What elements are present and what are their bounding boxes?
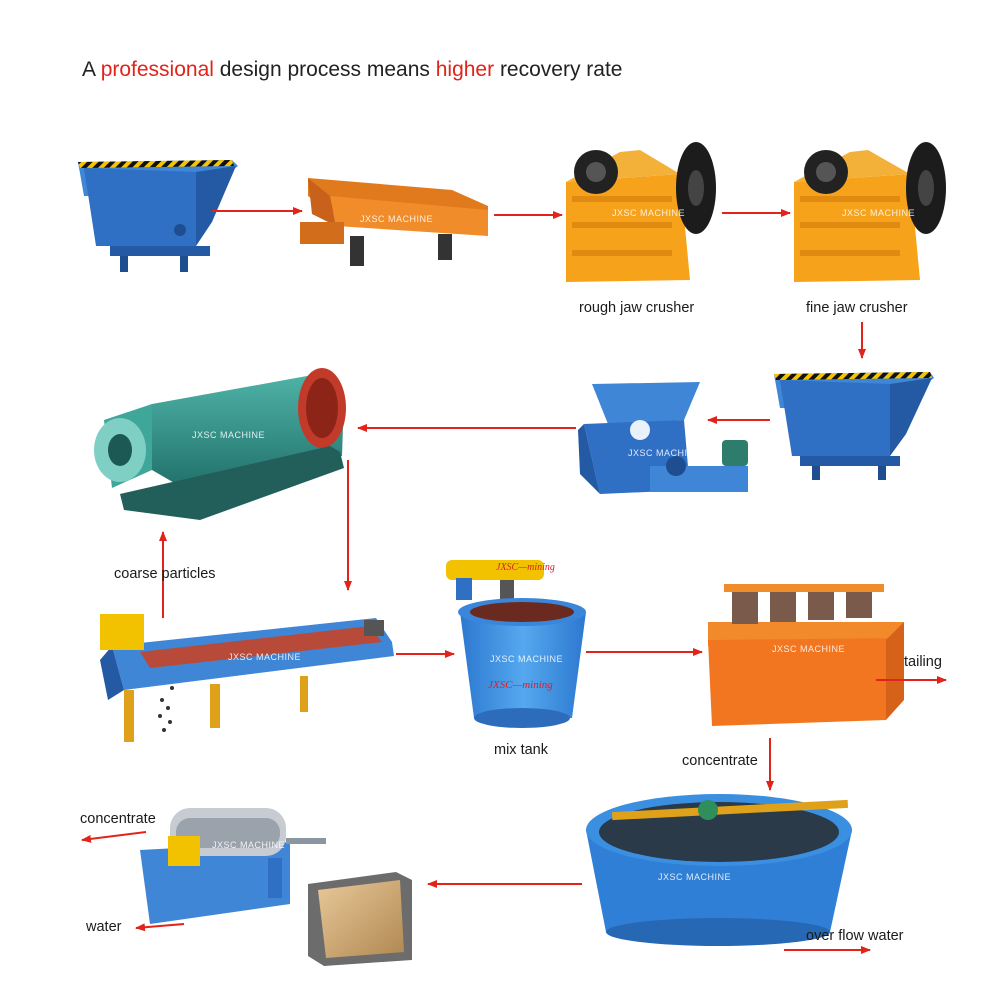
label-rough-jaw-crusher: rough jaw crusher [579, 300, 695, 316]
rough-jaw-crusher: JXSC MACHINE [566, 142, 716, 282]
vacuum-filter: JXSC MACHINE [140, 808, 326, 924]
fine-jaw-crusher: JXSC MACHINE [794, 142, 946, 282]
label-tailing: tailing [904, 654, 942, 670]
mix-tank: JXSC—mining JXSC—mining JXSC MACHINE [446, 560, 586, 728]
spiral-classifier: JXSC MACHINE [100, 614, 394, 742]
thickener: JXSC MACHINE [586, 794, 852, 946]
arrow-water-out [135, 923, 185, 932]
filter-watermark: JXSC MACHINE [212, 840, 285, 850]
flotation-machine: JXSC MACHINE [708, 584, 904, 726]
ball-mill: JXSC MACHINE [94, 368, 346, 520]
mix-tank-watermark: JXSC MACHINE [490, 654, 563, 664]
label-coarse-particles: coarse particles [114, 566, 216, 582]
label-mix-tank: mix tank [494, 742, 548, 758]
fine-crusher-watermark: JXSC MACHINE [842, 208, 915, 218]
feeder2-watermark: JXSC MACHINE [628, 448, 701, 458]
label-over-flow-water: over flow water [806, 928, 904, 944]
vibrating-feeder: JXSC MACHINE [300, 178, 488, 266]
classifier-watermark: JXSC MACHINE [228, 652, 301, 662]
arrow-concentrate-out [81, 831, 147, 843]
mill-watermark: JXSC MACHINE [192, 430, 265, 440]
mix-tank-body-text: JXSC—mining [488, 679, 553, 691]
rough-crusher-watermark: JXSC MACHINE [612, 208, 685, 218]
label-water: water [86, 919, 122, 935]
headline: A professional design process means high… [82, 58, 623, 81]
label-concentrate-filter: concentrate [80, 811, 156, 827]
headline-highlight-higher: higher [435, 58, 495, 81]
settling-box [308, 872, 412, 966]
feeder-watermark: JXSC MACHINE [360, 214, 433, 224]
mix-tank-top-text: JXSC—mining [496, 562, 555, 573]
fine-ore-hopper [774, 372, 934, 480]
flotation-watermark: JXSC MACHINE [772, 644, 845, 654]
raw-ore-hopper [78, 160, 238, 272]
label-concentrate-flotation: concentrate [682, 753, 758, 769]
pendulum-feeder: JXSC MACHINE [578, 382, 748, 494]
headline-highlight-professional: professional [100, 58, 214, 81]
thickener-watermark: JXSC MACHINE [658, 872, 731, 882]
label-fine-jaw-crusher: fine jaw crusher [806, 300, 908, 316]
